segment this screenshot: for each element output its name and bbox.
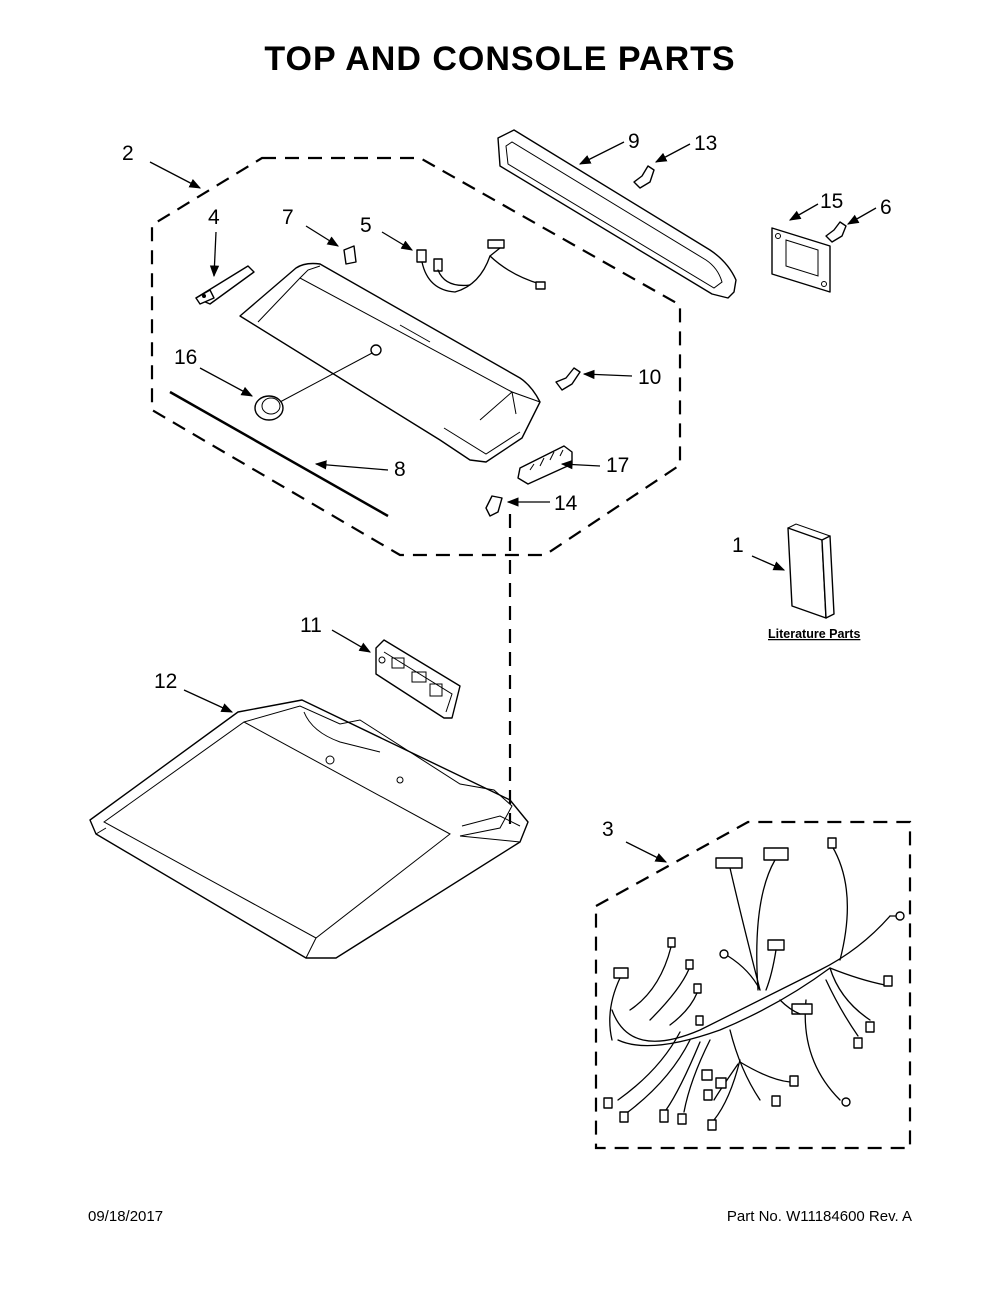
callout-6: 6 bbox=[880, 196, 892, 219]
part-4-bracket bbox=[195, 265, 255, 305]
footer-part-number: Part No. W11184600 Rev. A bbox=[726, 1208, 912, 1225]
part-1-literature bbox=[787, 523, 835, 619]
page-title: TOP AND CONSOLE PARTS bbox=[264, 40, 736, 78]
part-3-wire-harness bbox=[603, 837, 905, 1131]
part-14-clip bbox=[485, 495, 503, 517]
part-9-frame bbox=[497, 129, 737, 299]
part-12-top-panel bbox=[89, 699, 529, 959]
wire-harness-outline bbox=[594, 820, 912, 1150]
part-17-switch bbox=[517, 445, 573, 485]
callout-7: 7 bbox=[282, 206, 294, 229]
part-5-harness bbox=[416, 239, 546, 293]
callout-17: 17 bbox=[606, 454, 629, 477]
callout-4: 4 bbox=[208, 206, 220, 229]
part-7-clip bbox=[343, 245, 357, 265]
callout-11: 11 bbox=[300, 614, 322, 637]
callout-2: 2 bbox=[122, 142, 134, 165]
part-10-screw bbox=[555, 367, 581, 391]
literature-parts-label: Literature Parts bbox=[768, 627, 860, 641]
callout-16: 16 bbox=[174, 346, 197, 369]
callout-10: 10 bbox=[638, 366, 661, 389]
callout-14: 14 bbox=[554, 492, 578, 515]
part-11-control-board bbox=[375, 639, 461, 719]
console-assembly-outline bbox=[150, 156, 682, 557]
part-8-rod bbox=[169, 390, 389, 518]
part-13-screw bbox=[633, 165, 655, 189]
leader-arrows bbox=[149, 141, 877, 863]
part-6-screw bbox=[825, 221, 847, 243]
callout-15: 15 bbox=[820, 190, 843, 213]
part-16-knob bbox=[254, 344, 382, 421]
callout-8: 8 bbox=[394, 458, 406, 481]
callout-13: 13 bbox=[694, 132, 717, 155]
callout-1: 1 bbox=[732, 534, 744, 557]
console-panel bbox=[239, 262, 541, 463]
callout-3: 3 bbox=[602, 818, 614, 841]
footer-date: 09/18/2017 bbox=[88, 1208, 164, 1225]
callout-12: 12 bbox=[154, 670, 177, 693]
callout-9: 9 bbox=[628, 130, 640, 153]
part-15-bracket bbox=[771, 227, 831, 293]
callout-5: 5 bbox=[360, 214, 372, 237]
